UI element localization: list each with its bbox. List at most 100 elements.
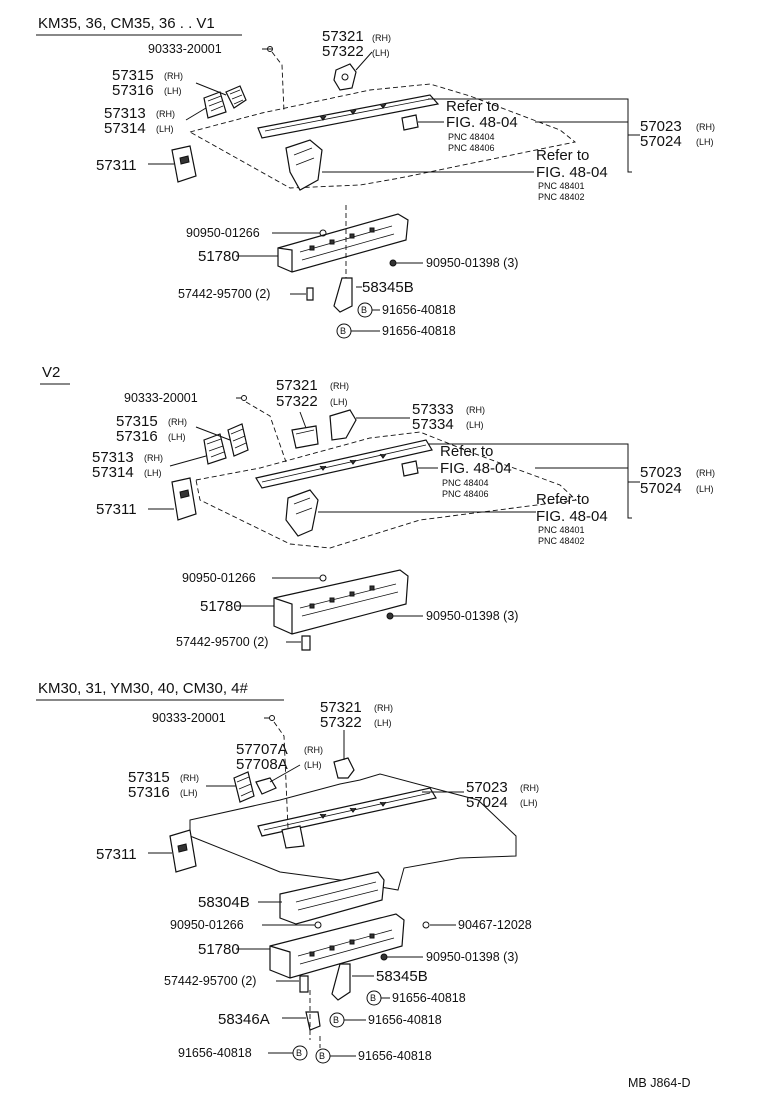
bracket-57321 bbox=[333, 757, 355, 779]
leader-line bbox=[428, 443, 632, 519]
annotation-text: (LH) bbox=[520, 798, 538, 808]
cover-57313 bbox=[203, 91, 227, 119]
section-title: KM30, 31, YM30, 40, CM30, 4# bbox=[38, 680, 248, 697]
label-57316: 57316 bbox=[128, 784, 170, 801]
floor-rail bbox=[257, 94, 440, 139]
leader-line bbox=[227, 423, 249, 457]
cover-57315 bbox=[233, 771, 255, 803]
leader-line bbox=[277, 247, 293, 272]
label-57024: 57024 bbox=[640, 133, 682, 150]
annotation-text: (RH) bbox=[164, 71, 183, 81]
step-51780 bbox=[269, 913, 405, 979]
annotation-text: (RH) bbox=[466, 405, 485, 415]
section-km30: KM30, 31, YM30, 40, CM30, 4# bbox=[36, 680, 539, 1064]
label-57313: 57313 bbox=[92, 449, 134, 466]
annotation-text: PNC 48402 bbox=[538, 192, 585, 202]
section-title: V2 bbox=[42, 364, 60, 381]
label-57708: 57708A bbox=[236, 756, 288, 773]
label-57442: 57442-95700 (2) bbox=[164, 974, 256, 988]
leader-line bbox=[171, 477, 197, 521]
leader-line bbox=[277, 213, 409, 273]
annotation-text: (RH) bbox=[374, 703, 393, 713]
leader-line bbox=[229, 89, 244, 105]
annotation-text: (LH) bbox=[304, 760, 322, 770]
bracket-57321 bbox=[333, 63, 357, 91]
leader-line bbox=[295, 429, 315, 435]
label-58346: 58346A bbox=[218, 1011, 270, 1028]
leader-line bbox=[255, 439, 433, 489]
annotation-text: (LH) bbox=[696, 484, 714, 494]
annotation-text: (LH) bbox=[696, 137, 714, 147]
annotation-text: (LH) bbox=[164, 86, 182, 96]
annotation-text: PNC 48404 bbox=[448, 132, 495, 142]
clip-part bbox=[401, 460, 419, 477]
label-90950: 90950-01266 bbox=[170, 918, 244, 932]
label-91656: 91656-40818 bbox=[382, 324, 456, 338]
dashed-guide bbox=[309, 990, 321, 1048]
dashed-guide bbox=[245, 401, 287, 463]
annotation-text: PNC 48404 bbox=[442, 478, 489, 488]
label-57316: 57316 bbox=[116, 428, 158, 445]
label-90333: 90333-20001 bbox=[124, 391, 198, 405]
leader-line bbox=[309, 227, 375, 251]
leader-line bbox=[314, 921, 322, 929]
cover-57313 bbox=[203, 433, 227, 465]
leader-line bbox=[309, 585, 375, 609]
label-57023: 57023 bbox=[640, 118, 682, 135]
leader-line bbox=[293, 147, 315, 166]
leader-line bbox=[171, 145, 197, 183]
label-57311: 57311 bbox=[96, 501, 137, 518]
leader-line bbox=[333, 63, 357, 91]
leader-line bbox=[422, 921, 430, 929]
label-refer: Refer to bbox=[440, 443, 493, 460]
label-91656: 91656-40818 bbox=[368, 1013, 442, 1027]
leader-line bbox=[295, 881, 379, 911]
leader-line bbox=[333, 757, 355, 779]
leader-line bbox=[386, 612, 394, 620]
dashed-guide bbox=[273, 721, 289, 829]
label-57315: 57315 bbox=[128, 769, 170, 786]
leader-line bbox=[257, 94, 440, 139]
bracket-57321 bbox=[291, 425, 319, 449]
label-91656: 91656-40818 bbox=[178, 1046, 252, 1060]
label-refer: Refer to bbox=[446, 98, 499, 115]
annotation-text: B bbox=[361, 305, 367, 315]
label-58345: 58345B bbox=[362, 279, 414, 296]
label-fig: FIG. 48-04 bbox=[446, 114, 518, 131]
leader-line bbox=[236, 776, 253, 797]
annotation-text: B bbox=[340, 326, 346, 336]
label-57322: 57322 bbox=[322, 43, 364, 60]
leader-line bbox=[299, 583, 399, 617]
leader-line bbox=[319, 453, 387, 471]
bracket-57333 bbox=[329, 409, 357, 441]
annotation-text: (RH) bbox=[168, 417, 187, 427]
leader-line bbox=[195, 82, 227, 96]
leader-line bbox=[389, 259, 397, 267]
cover-57315 bbox=[227, 423, 249, 457]
leader-line bbox=[319, 801, 387, 819]
label-57024: 57024 bbox=[466, 794, 508, 811]
leader-line bbox=[261, 444, 427, 483]
bolt-90333 bbox=[269, 715, 275, 721]
annotation-text: (RH) bbox=[520, 783, 539, 793]
label-51780: 51780 bbox=[198, 248, 240, 265]
annotation-text: (LH) bbox=[330, 397, 348, 407]
annotation-text: (RH) bbox=[696, 468, 715, 478]
annotation-text: B bbox=[333, 1015, 339, 1025]
label-90950-3: 90950-01398 (3) bbox=[426, 256, 518, 270]
label-57321: 57321 bbox=[322, 28, 364, 45]
annotation-text: PNC 48401 bbox=[538, 525, 585, 535]
floor-panel-outline bbox=[188, 83, 577, 189]
label-57314: 57314 bbox=[92, 464, 134, 481]
annotation-text: (RH) bbox=[144, 453, 163, 463]
section-v2: V2 bbox=[40, 364, 715, 651]
leader-line bbox=[273, 569, 409, 635]
annotation-text: (RH) bbox=[696, 122, 715, 132]
annotation-text: B bbox=[296, 1048, 302, 1058]
annotation-text: (RH) bbox=[372, 33, 391, 43]
annotation-text: (LH) bbox=[372, 48, 390, 58]
step-51780 bbox=[277, 213, 409, 273]
leader-line bbox=[279, 871, 385, 925]
label-91656: 91656-40818 bbox=[382, 303, 456, 317]
label-51780: 51780 bbox=[198, 941, 240, 958]
